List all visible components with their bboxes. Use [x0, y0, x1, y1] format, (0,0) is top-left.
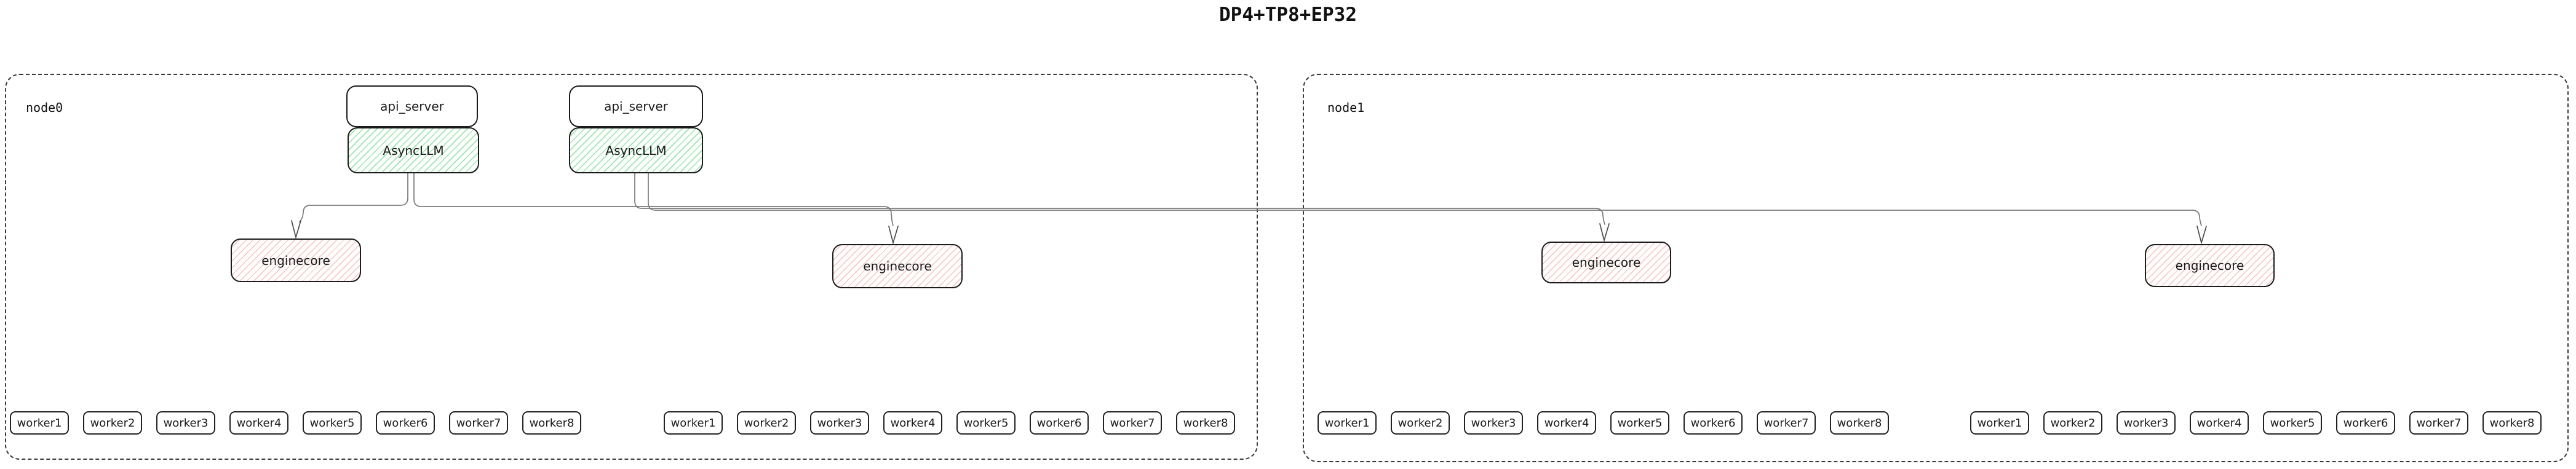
worker-box: worker7	[449, 411, 508, 435]
worker-label: worker2	[2050, 416, 2096, 430]
worker-label: worker3	[2123, 416, 2169, 430]
worker-label: worker7	[456, 416, 501, 430]
worker-label: worker7	[2416, 416, 2462, 430]
worker-box: worker3	[156, 411, 215, 435]
worker-label: worker3	[817, 416, 862, 430]
worker-label: worker4	[1544, 416, 1589, 430]
worker-label: worker6	[1690, 416, 1736, 430]
api-server-label-2: api_server	[604, 99, 668, 114]
worker-box: worker5	[956, 411, 1016, 435]
worker-label: worker1	[1977, 416, 2022, 430]
worker-box: worker6	[1030, 411, 1089, 435]
worker-box: worker1	[1318, 411, 1377, 435]
worker-label: worker5	[1617, 416, 1663, 430]
worker-label: worker2	[1397, 416, 1443, 430]
worker-box: worker4	[1537, 411, 1596, 435]
enginecore-box-2: enginecore	[832, 244, 963, 288]
worker-box: worker1	[1970, 411, 2029, 435]
worker-box: worker8	[522, 411, 581, 435]
api-server-box-2: api_server	[569, 85, 703, 127]
api-server-label-1: api_server	[380, 99, 444, 114]
worker-box: worker1	[10, 411, 69, 435]
enginecore-box-4: enginecore	[2145, 244, 2275, 287]
worker-box: worker8	[2483, 411, 2542, 435]
asyncllm-label-2: AsyncLLM	[605, 143, 667, 158]
worker-box: worker3	[810, 411, 869, 435]
asyncllm-box-2: AsyncLLM	[569, 127, 703, 173]
worker-label: worker5	[963, 416, 1009, 430]
enginecore-box-1: enginecore	[231, 238, 361, 282]
worker-label: worker8	[1837, 416, 1882, 430]
worker-label: worker5	[2270, 416, 2315, 430]
worker-label: worker1	[1324, 416, 1370, 430]
worker-box: worker1	[664, 411, 723, 435]
worker-label: worker7	[1763, 416, 1809, 430]
node1-box	[1303, 74, 2569, 462]
node0-box	[5, 74, 1258, 460]
worker-label: worker7	[1110, 416, 1155, 430]
worker-box: worker2	[737, 411, 796, 435]
worker-box: worker5	[2263, 411, 2322, 435]
worker-box: worker2	[2043, 411, 2102, 435]
worker-box: worker4	[883, 411, 942, 435]
worker-label: worker6	[1036, 416, 1082, 430]
worker-label: worker1	[17, 416, 62, 430]
enginecore-label-3: enginecore	[1572, 255, 1641, 270]
node1-label: node1	[1327, 100, 1365, 115]
worker-box: worker5	[1610, 411, 1669, 435]
worker-box: worker5	[303, 411, 362, 435]
enginecore-label-2: enginecore	[863, 259, 932, 274]
worker-box: worker3	[2117, 411, 2176, 435]
worker-box: worker7	[2409, 411, 2468, 435]
asyncllm-box-1: AsyncLLM	[348, 127, 479, 173]
worker-label: worker6	[383, 416, 428, 430]
worker-box: worker2	[1391, 411, 1450, 435]
worker-box: worker4	[2190, 411, 2249, 435]
worker-box: worker7	[1103, 411, 1162, 435]
worker-box: worker8	[1176, 411, 1235, 435]
diagram-title: DP4+TP8+EP32	[1219, 4, 1357, 26]
worker-label: worker3	[163, 416, 209, 430]
worker-label: worker5	[309, 416, 355, 430]
enginecore-label-4: enginecore	[2175, 258, 2244, 273]
worker-box: worker6	[376, 411, 435, 435]
worker-label: worker4	[890, 416, 936, 430]
worker-label: worker8	[529, 416, 574, 430]
enginecore-label-1: enginecore	[261, 253, 330, 268]
worker-label: worker8	[1183, 416, 1228, 430]
api-server-box-1: api_server	[346, 85, 478, 127]
worker-box: worker7	[1757, 411, 1816, 435]
worker-label: worker6	[2343, 416, 2388, 430]
worker-box: worker3	[1464, 411, 1523, 435]
asyncllm-label-1: AsyncLLM	[383, 143, 444, 158]
worker-label: worker8	[2489, 416, 2535, 430]
worker-label: worker3	[1471, 416, 1516, 430]
worker-label: worker2	[744, 416, 789, 430]
worker-box: worker2	[83, 411, 142, 435]
worker-label: worker4	[236, 416, 282, 430]
node0-label: node0	[26, 100, 63, 115]
worker-label: worker1	[670, 416, 716, 430]
enginecore-box-3: enginecore	[1541, 242, 1671, 283]
worker-box: worker4	[229, 411, 288, 435]
worker-label: worker4	[2196, 416, 2242, 430]
worker-box: worker6	[2336, 411, 2395, 435]
worker-label: worker2	[90, 416, 135, 430]
worker-box: worker6	[1684, 411, 1743, 435]
worker-box: worker8	[1830, 411, 1889, 435]
